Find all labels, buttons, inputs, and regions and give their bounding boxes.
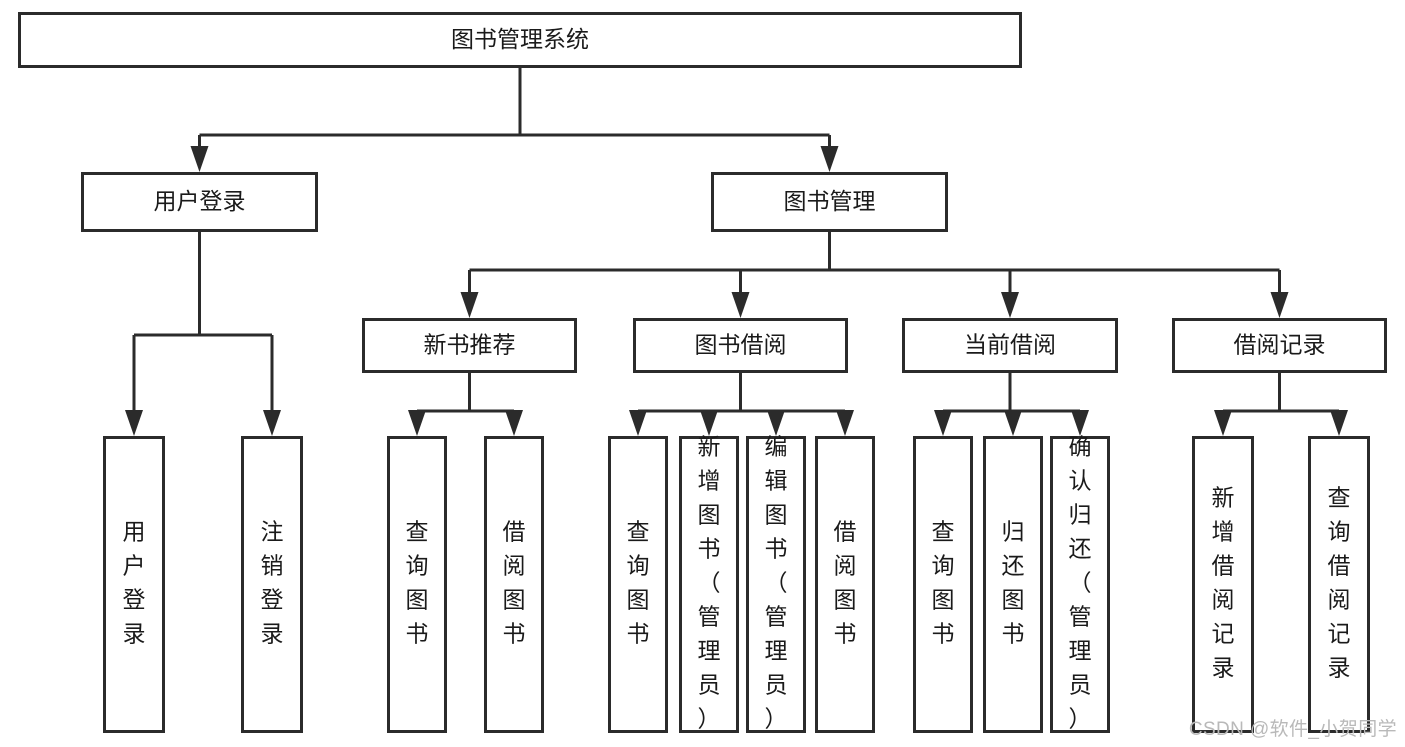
arrow-head-icon-book-borrow-2 xyxy=(767,410,785,436)
arrow-head-icon-current-borrow-2 xyxy=(1071,410,1089,436)
node-leaf-edit-book-admin[interactable]: 编辑图书（管理员） xyxy=(746,434,806,733)
node-label: 新书推荐 xyxy=(424,332,516,358)
node-book-borrow[interactable]: 图书借阅 xyxy=(633,318,848,373)
arrow-head-icon-borrow-record-1 xyxy=(1330,410,1348,436)
node-leaf-user-login[interactable]: 用户登录 xyxy=(103,436,165,733)
arrow-head-icon-new-book-recommend-1 xyxy=(505,410,523,436)
node-leaf-borrow-book-2[interactable]: 借阅图书 xyxy=(815,436,875,733)
node-box xyxy=(983,436,1043,733)
node-label: 查询图书 xyxy=(932,519,955,647)
arrow-head-icon-borrow-record-0 xyxy=(1214,410,1232,436)
node-leaf-logout[interactable]: 注销登录 xyxy=(241,436,303,733)
node-leaf-query-book-1[interactable]: 查询图书 xyxy=(387,436,447,733)
arrow-head-icon-user-login-1 xyxy=(263,410,281,436)
node-label: 借阅图书 xyxy=(834,519,857,647)
node-leaf-add-borrow-record[interactable]: 新增借阅记录 xyxy=(1192,436,1254,733)
node-label: 查询借阅记录 xyxy=(1328,485,1351,681)
arrow-head-icon-book-borrow-1 xyxy=(700,410,718,436)
node-label: 新增图书（管理员） xyxy=(698,434,721,732)
node-box xyxy=(815,436,875,733)
arrow-head-icon-book-borrow-3 xyxy=(836,410,854,436)
node-book-management[interactable]: 图书管理 xyxy=(711,172,948,232)
node-leaf-add-book-admin[interactable]: 新增图书（管理员） xyxy=(679,434,739,733)
node-leaf-confirm-return-admin[interactable]: 确认归还（管理员） xyxy=(1050,434,1110,733)
arrow-head-icon-root-1 xyxy=(820,146,839,172)
node-root-图书管理系统[interactable]: 图书管理系统 xyxy=(18,12,1022,68)
node-leaf-query-book-2[interactable]: 查询图书 xyxy=(608,436,668,733)
node-label: 归还图书 xyxy=(1002,519,1025,647)
arrow-head-icon-book-borrow-0 xyxy=(629,410,647,436)
node-label: 查询图书 xyxy=(627,519,650,647)
node-leaf-borrow-book-1[interactable]: 借阅图书 xyxy=(484,436,544,733)
node-leaf-return-book[interactable]: 归还图书 xyxy=(983,436,1043,733)
arrow-head-icon-current-borrow-1 xyxy=(1004,410,1022,436)
node-label: 注销登录 xyxy=(261,519,284,647)
node-label: 用户登录 xyxy=(154,188,246,214)
node-box xyxy=(746,436,806,733)
node-box xyxy=(633,318,848,373)
csdn-watermark: CSDN @软件_小贺同学 xyxy=(1188,719,1397,740)
node-label: 查询图书 xyxy=(406,519,429,647)
node-box xyxy=(1172,318,1387,373)
arrow-head-icon-user-login-0 xyxy=(125,410,143,436)
node-user-login[interactable]: 用户登录 xyxy=(81,172,318,232)
node-box xyxy=(241,436,303,733)
node-label: 用户登录 xyxy=(123,519,146,647)
node-label: 编辑图书（管理员） xyxy=(765,434,788,732)
connector-layer xyxy=(125,68,1348,436)
node-box xyxy=(1192,436,1254,733)
node-label: 确认归还（管理员） xyxy=(1069,434,1092,732)
node-layer: 图书管理系统用户登录图书管理新书推荐图书借阅当前借阅借阅记录用户登录注销登录查询… xyxy=(18,12,1387,733)
node-label: 借阅记录 xyxy=(1234,332,1326,358)
arrow-head-icon-book-management-2 xyxy=(1001,292,1019,318)
node-box xyxy=(1308,436,1370,733)
arrow-head-icon-root-0 xyxy=(190,146,209,172)
node-box xyxy=(679,436,739,733)
node-leaf-query-book-3[interactable]: 查询图书 xyxy=(913,436,973,733)
node-box xyxy=(362,318,577,373)
node-label: 当前借阅 xyxy=(964,332,1056,358)
node-current-borrow[interactable]: 当前借阅 xyxy=(902,318,1118,373)
node-label: 图书借阅 xyxy=(695,332,787,358)
arrow-head-icon-current-borrow-0 xyxy=(934,410,952,436)
node-box xyxy=(608,436,668,733)
node-new-book-recommend[interactable]: 新书推荐 xyxy=(362,318,577,373)
node-label: 图书管理 xyxy=(784,188,876,214)
node-box xyxy=(387,436,447,733)
node-box xyxy=(913,436,973,733)
node-box xyxy=(18,12,1022,68)
arrow-head-icon-book-management-1 xyxy=(731,292,750,318)
node-box xyxy=(484,436,544,733)
node-leaf-query-borrow-record[interactable]: 查询借阅记录 xyxy=(1308,436,1370,733)
node-box xyxy=(103,436,165,733)
node-label: 新增借阅记录 xyxy=(1212,485,1235,681)
arrow-head-icon-new-book-recommend-0 xyxy=(408,410,426,436)
node-box xyxy=(1050,436,1110,733)
node-box xyxy=(81,172,318,232)
arrow-head-icon-book-management-3 xyxy=(1270,292,1289,318)
node-box xyxy=(711,172,948,232)
node-box xyxy=(902,318,1118,373)
arrow-head-icon-book-management-0 xyxy=(460,292,479,318)
node-label: 借阅图书 xyxy=(503,519,526,647)
node-borrow-record[interactable]: 借阅记录 xyxy=(1172,318,1387,373)
node-label: 图书管理系统 xyxy=(451,26,589,52)
